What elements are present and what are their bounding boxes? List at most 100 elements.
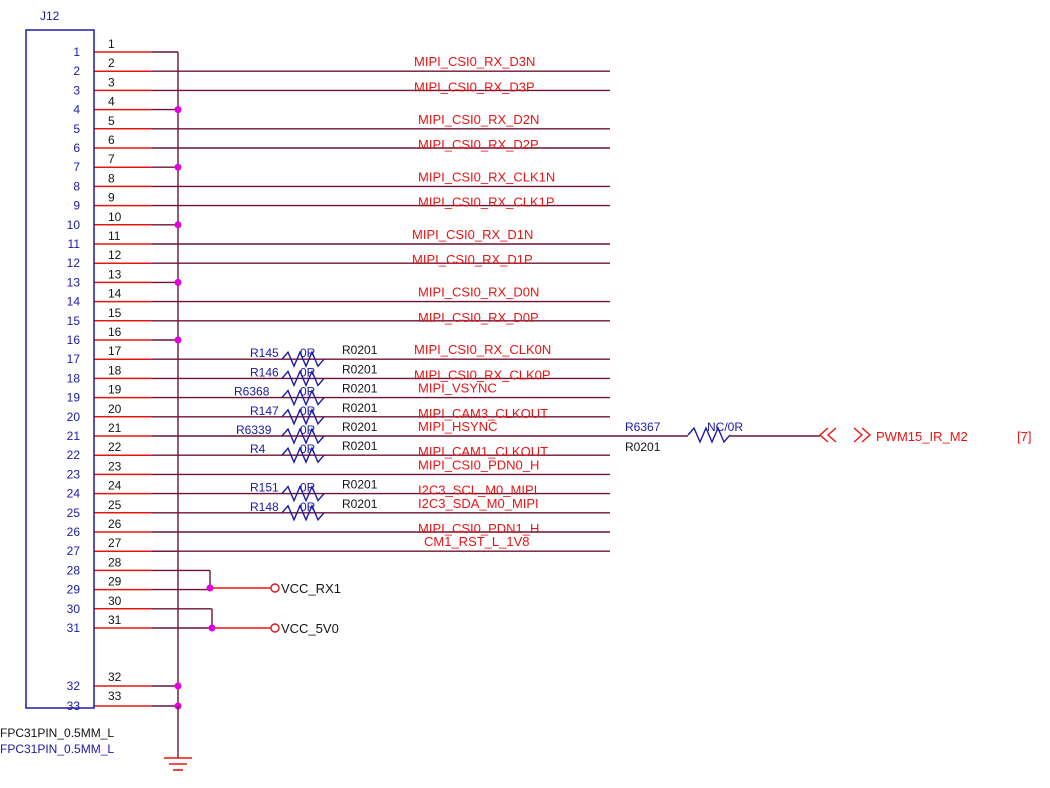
pin-number: 12 bbox=[67, 256, 81, 270]
net-label: MIPI_CSI0_PDN0_H bbox=[418, 457, 539, 472]
resistor-ref: R146 bbox=[250, 365, 279, 379]
resistor-symbol bbox=[281, 446, 325, 464]
resistor-value: 0R bbox=[300, 346, 316, 360]
junction-dot bbox=[174, 278, 182, 286]
net-index: 18 bbox=[108, 363, 122, 377]
net-label: MIPI_CSI0_RX_D1P bbox=[412, 252, 533, 267]
resistor-package: R0201 bbox=[342, 401, 378, 415]
resistor-ref: R151 bbox=[250, 481, 279, 495]
resistor-package: R0201 bbox=[342, 478, 378, 492]
connector-refdes: J12 bbox=[40, 9, 60, 23]
net-index: 9 bbox=[108, 191, 115, 205]
net-index: 16 bbox=[108, 325, 122, 339]
resistor-package: R0201 bbox=[342, 497, 378, 511]
resistor-value: 0R bbox=[300, 385, 316, 399]
net-index: 29 bbox=[108, 575, 122, 589]
net-index: 28 bbox=[108, 555, 122, 569]
resistor-value: 0R bbox=[300, 365, 316, 379]
net-label: MIPI_CAM3_CLKOUT bbox=[418, 406, 548, 421]
vcc-rx1-port-circle bbox=[270, 583, 280, 593]
net-label: MIPI_CSI0_RX_CLK0P bbox=[414, 367, 551, 382]
net-index: 13 bbox=[108, 267, 122, 281]
offpage-net-label: PWM15_IR_M2 bbox=[876, 429, 968, 444]
pin-number: 9 bbox=[73, 199, 80, 213]
net-index: 24 bbox=[108, 479, 122, 493]
pin-number: 25 bbox=[67, 506, 81, 520]
resistor-value: 0R bbox=[300, 481, 316, 495]
vcc-5v0-port-circle bbox=[270, 623, 280, 633]
pin-stubs-layer bbox=[94, 51, 152, 707]
net-label: CM1_RST_L_1V8 bbox=[424, 534, 530, 549]
pin-number: 19 bbox=[67, 391, 81, 405]
pin-number: 8 bbox=[73, 179, 80, 193]
connector-footprint-label-2: FPC31PIN_0.5MM_L bbox=[0, 742, 114, 756]
net-index: 2 bbox=[108, 56, 115, 70]
resistor-ref: R4 bbox=[250, 442, 266, 456]
net-index: 14 bbox=[108, 287, 122, 301]
net-label: MIPI_CSI0_RX_CLK1P bbox=[418, 195, 555, 210]
net-index: 25 bbox=[108, 498, 122, 512]
resistor-ref: R148 bbox=[250, 500, 279, 514]
resistor-ref: R147 bbox=[250, 404, 279, 418]
net-label: MIPI_CSI0_RX_CLK1N bbox=[418, 169, 555, 184]
net-label: MIPI_VSYNC bbox=[418, 381, 497, 396]
ir-resistor-value: NC/0R bbox=[707, 420, 743, 434]
pin-number: 10 bbox=[67, 218, 81, 232]
net-label: MIPI_CSI0_PDN1_H bbox=[418, 521, 539, 536]
net-index: 7 bbox=[108, 152, 115, 166]
net-label: MIPI_CSI0_RX_D0P bbox=[418, 310, 539, 325]
pin-number: 1 bbox=[73, 45, 80, 59]
net-index: 10 bbox=[108, 210, 122, 224]
junction-dot bbox=[174, 106, 182, 114]
net-label: MIPI_CSI0_RX_D2P bbox=[418, 137, 539, 152]
net-label: MIPI_CSI0_RX_D3P bbox=[414, 79, 535, 94]
junction-dots bbox=[174, 106, 216, 710]
pin-number: 5 bbox=[73, 122, 80, 136]
resistor-value: 0R bbox=[300, 442, 316, 456]
net-label: MIPI_CSI0_RX_D2N bbox=[418, 112, 539, 127]
junction-dot bbox=[206, 584, 214, 592]
net-index: 17 bbox=[108, 344, 122, 358]
net-index: 30 bbox=[108, 594, 122, 608]
offpage-sheet-ref: [7] bbox=[1017, 429, 1031, 444]
resistor-package: R0201 bbox=[342, 382, 378, 396]
offpage-arrow-right-icon bbox=[853, 427, 864, 443]
pin-number: 22 bbox=[67, 448, 81, 462]
net-index: 33 bbox=[108, 689, 122, 703]
pin-number: 17 bbox=[67, 352, 81, 366]
net-labels: MIPI_CSI0_RX_D3N MIPI_CSI0_RX_D3P MIPI_CSI… bbox=[412, 54, 555, 549]
net-index: 21 bbox=[108, 421, 122, 435]
offpage-arrow-left-icon-2 bbox=[826, 427, 837, 443]
resistor-package: R0201 bbox=[342, 439, 378, 453]
vcc-rx1-port: VCC_RX1 bbox=[270, 581, 341, 596]
pin-number: 13 bbox=[67, 275, 81, 289]
net-index: 5 bbox=[108, 114, 115, 128]
pin-number: 21 bbox=[67, 429, 81, 443]
net-label: MIPI_CAM1_CLKOUT bbox=[418, 444, 548, 459]
resistor-value: 0R bbox=[300, 423, 316, 437]
vcc-5v0-port: VCC_5V0 bbox=[270, 621, 339, 636]
vcc-5v0-label: VCC_5V0 bbox=[281, 621, 339, 636]
pin-number: 29 bbox=[67, 583, 81, 597]
resistor-ref: R6368 bbox=[234, 385, 270, 399]
net-index: 4 bbox=[108, 95, 115, 109]
net-index: 19 bbox=[108, 383, 122, 397]
net-index: 27 bbox=[108, 536, 122, 550]
resistor-symbol bbox=[281, 350, 325, 368]
net-index: 15 bbox=[108, 306, 122, 320]
pin-number: 2 bbox=[73, 64, 80, 78]
net-label: MIPI_CSI0_RX_D3N bbox=[414, 54, 535, 69]
resistor-package: R0201 bbox=[342, 343, 378, 357]
junction-dot bbox=[208, 624, 216, 632]
pin-number: 24 bbox=[67, 487, 81, 501]
pin-number: 18 bbox=[67, 371, 81, 385]
net-index: 6 bbox=[108, 133, 115, 147]
net-label: MIPI_CSI0_RX_D0N bbox=[418, 285, 539, 300]
resistor-ref: R6339 bbox=[236, 423, 272, 437]
pin-number: 6 bbox=[73, 141, 80, 155]
connector-body bbox=[25, 29, 95, 709]
pin-number: 23 bbox=[67, 467, 81, 481]
ir-resistor: R6367 R0201 NC/0R bbox=[625, 420, 743, 454]
